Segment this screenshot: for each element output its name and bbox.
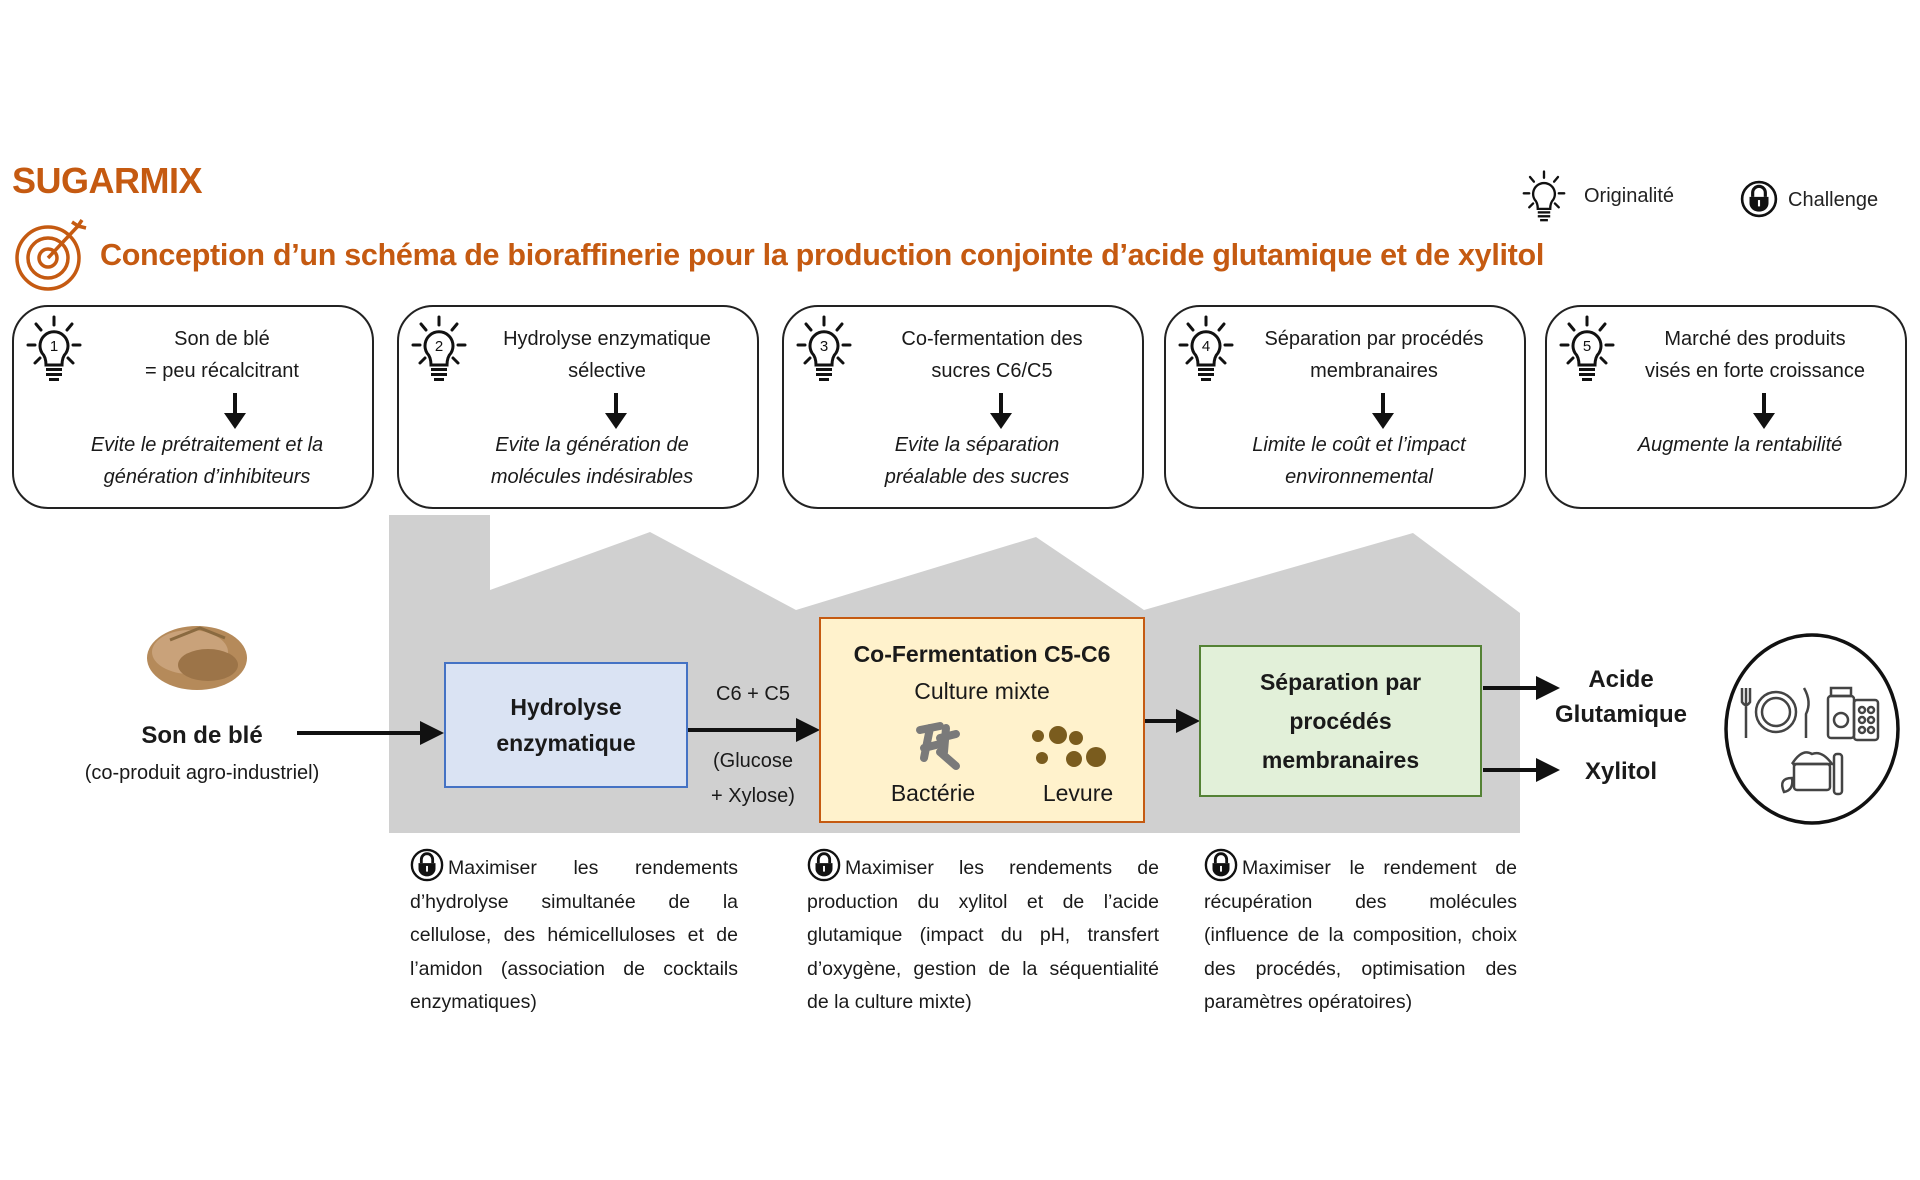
challenge-hydrolysis: Maximiser les rendements d’hydrolyse sim… <box>410 848 738 1020</box>
lightbulb-icon: 5 <box>1559 315 1615 381</box>
brand-logo: SUGARMIX <box>12 160 203 201</box>
card-result-line: Evite le prétraitement et la <box>90 434 324 456</box>
lightbulb-icon: 1 <box>26 315 82 381</box>
card-head: Son de blé = peu récalcitrant <box>84 323 360 387</box>
separation-line1: Séparation par <box>1259 668 1422 695</box>
hydrolysis-line2: enzymatique <box>496 730 636 756</box>
card-result-line: préalable des sucres <box>884 466 1070 488</box>
card-result: Evite la séparation préalable des sucres <box>824 429 1130 493</box>
arrow-down-icon <box>605 393 628 429</box>
card-result: Evite le prétraitement et la génération d… <box>54 429 360 493</box>
sugars-label: C6 + C5 <box>716 683 790 705</box>
card-result-line: Augmente la rentabilité <box>1637 434 1843 456</box>
sugars-detail-1: (Glucose <box>712 750 794 772</box>
sugars-detail-2: + Xylose) <box>711 785 795 807</box>
lightbulb-icon: 3 <box>796 315 852 381</box>
card-result: Limite le coût et l’impact environnementa… <box>1206 429 1512 493</box>
cosmetics-icon <box>1781 751 1844 796</box>
lock-icon <box>1740 180 1778 218</box>
card-head-line: sucres C6/C5 <box>931 360 1053 382</box>
hydrolysis-line1: Hydrolyse <box>510 694 622 720</box>
fermentation-box: Co-Fermentation C5-C6 Culture mixte <box>819 617 1145 823</box>
fermentation-title: Co-Fermentation C5-C6 <box>853 641 1111 667</box>
separation-box: Séparation par procédés membranaires <box>1199 645 1482 797</box>
card-head-line: Son de blé <box>174 328 270 350</box>
svg-text:3: 3 <box>820 338 828 355</box>
card-result-line: environnemental <box>1285 466 1433 488</box>
wheat-bran-image <box>147 626 247 690</box>
card-result: Augmente la rentabilité <box>1587 429 1893 461</box>
svg-text:2: 2 <box>435 338 443 355</box>
card-head-line: visés en forte croissance <box>1644 360 1866 382</box>
card-head-line: = peu récalcitrant <box>145 360 299 382</box>
bacteria-label: Bactérie <box>890 780 976 806</box>
card-result: Evite la génération de molécules indésira… <box>439 429 745 493</box>
hydrolysis-box: Hydrolyse enzymatique <box>444 662 688 788</box>
card-head-line: membranaires <box>1310 360 1438 382</box>
lightbulb-icon: 2 <box>411 315 467 381</box>
product-glutamic-acid-2: Glutamique <box>1554 701 1687 728</box>
fermentation-subtitle: Culture mixte <box>914 678 1050 704</box>
arrow-down-icon <box>1753 393 1776 429</box>
separation-line2: procédés <box>1289 707 1392 734</box>
food-icon <box>1740 687 1810 738</box>
card-head-line: Séparation par procédés <box>1264 328 1484 350</box>
legend-originality: Originalité <box>1584 185 1675 207</box>
arrow-down-icon <box>990 393 1013 429</box>
card-head: Marché des produits visés en forte croiss… <box>1617 323 1893 387</box>
svg-text:5: 5 <box>1583 338 1591 355</box>
card-head: Séparation par procédés membranaires <box>1236 323 1512 387</box>
card-result-line: génération d’inhibiteurs <box>103 466 311 488</box>
page-title: Conception d’un schéma de bioraffinerie … <box>100 238 1545 272</box>
card-head-line: Hydrolyse enzymatique <box>503 328 711 350</box>
feed-subtitle: (co-produit agro-industriel) <box>84 762 320 784</box>
challenge-text: Maximiser le rendement de récupération d… <box>1204 857 1517 1013</box>
lightbulb-icon: 4 <box>1178 315 1234 381</box>
card-head: Co-fermentation des sucres C6/C5 <box>854 323 1130 387</box>
lightbulb-icon <box>1522 170 1566 222</box>
originality-card-5: 5 Marché des produits visés en forte crois… <box>1545 305 1907 509</box>
arrow-down-icon <box>224 393 247 429</box>
product-glutamic-acid-1: Acide <box>1588 666 1654 693</box>
challenge-text: Maximiser les rendements de production d… <box>807 857 1159 1013</box>
lock-icon <box>1204 848 1238 882</box>
bacteria-icon <box>916 722 960 770</box>
arrow-down-icon <box>1372 393 1395 429</box>
yeast-icon <box>1032 726 1106 767</box>
challenge-separation: Maximiser le rendement de récupération d… <box>1204 848 1517 1020</box>
svg-text:4: 4 <box>1202 338 1210 355</box>
lock-icon <box>410 848 444 882</box>
yeast-label: Levure <box>1042 780 1114 806</box>
target-icon <box>15 219 87 291</box>
card-head-line: sélective <box>568 360 646 382</box>
challenge-text: Maximiser les rendements d’hydrolyse sim… <box>410 857 738 1013</box>
card-head-line: Co-fermentation des <box>901 328 1083 350</box>
legend-challenge: Challenge <box>1788 189 1879 211</box>
svg-text:1: 1 <box>50 338 58 355</box>
card-head: Hydrolyse enzymatique sélective <box>469 323 745 387</box>
medicine-icon <box>1826 686 1880 742</box>
feed-name: Son de blé <box>141 722 263 749</box>
card-result-line: Evite la génération de <box>495 434 689 456</box>
product-xylitol: Xylitol <box>1584 758 1657 785</box>
card-result-line: Limite le coût et l’impact <box>1252 434 1466 456</box>
card-result-line: Evite la séparation <box>894 434 1060 456</box>
challenge-fermentation: Maximiser les rendements de production d… <box>807 848 1159 1020</box>
card-head-line: Marché des produits <box>1664 328 1846 350</box>
lock-icon <box>807 848 841 882</box>
card-result-line: molécules indésirables <box>490 466 694 488</box>
separation-line3: membranaires <box>1261 746 1420 773</box>
applications-circle <box>1724 633 1900 825</box>
